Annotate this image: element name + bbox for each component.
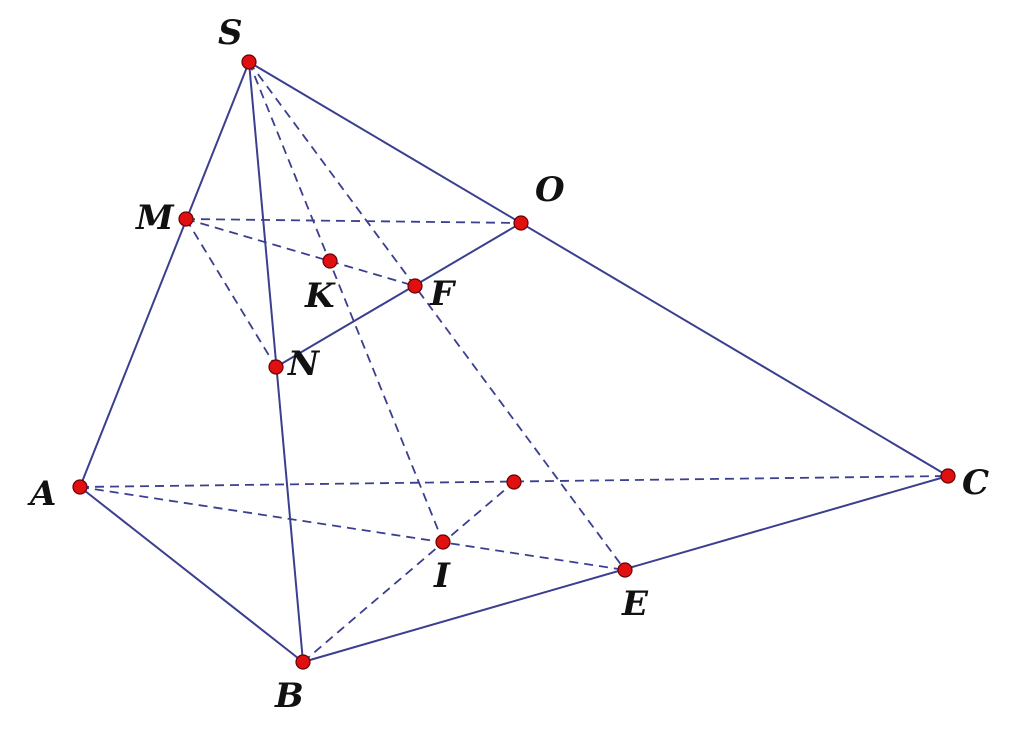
label-o: O: [535, 170, 565, 210]
edge-s-i: [248, 61, 444, 543]
point-b: [295, 654, 311, 670]
edge-a-b: [79, 486, 304, 663]
labels: S O M K F N A C I E B: [27, 13, 989, 716]
label-n: N: [287, 344, 321, 384]
point-e: [617, 562, 633, 578]
point-f: [407, 278, 423, 294]
point-n: [268, 359, 284, 375]
label-e: E: [621, 584, 649, 624]
dashed-edges: [79, 61, 949, 663]
point-i: [435, 534, 451, 550]
edge-m-o: [185, 218, 522, 224]
edge-a-c: [79, 475, 949, 488]
edge-m-f: [185, 218, 416, 287]
point-midpoint-ac: [506, 474, 522, 490]
label-k: K: [304, 276, 336, 316]
label-c: C: [962, 463, 989, 503]
label-f: F: [429, 274, 457, 314]
edge-a-e: [79, 486, 626, 571]
edge-s-a: [79, 61, 250, 488]
point-c: [940, 468, 956, 484]
label-s: S: [218, 13, 243, 53]
label-b: B: [274, 676, 304, 716]
point-a: [72, 479, 88, 495]
label-a: A: [27, 474, 56, 514]
points: [72, 54, 956, 670]
edge-b-midpoint: [302, 481, 515, 663]
label-m: M: [135, 198, 175, 238]
point-m: [178, 211, 194, 227]
label-i: I: [433, 556, 451, 596]
point-s: [241, 54, 257, 70]
edge-s-e: [248, 61, 626, 571]
point-o: [513, 215, 529, 231]
solid-edges: [79, 61, 949, 663]
edge-n-o: [275, 222, 522, 368]
point-k: [322, 253, 338, 269]
edge-s-c: [248, 61, 949, 477]
